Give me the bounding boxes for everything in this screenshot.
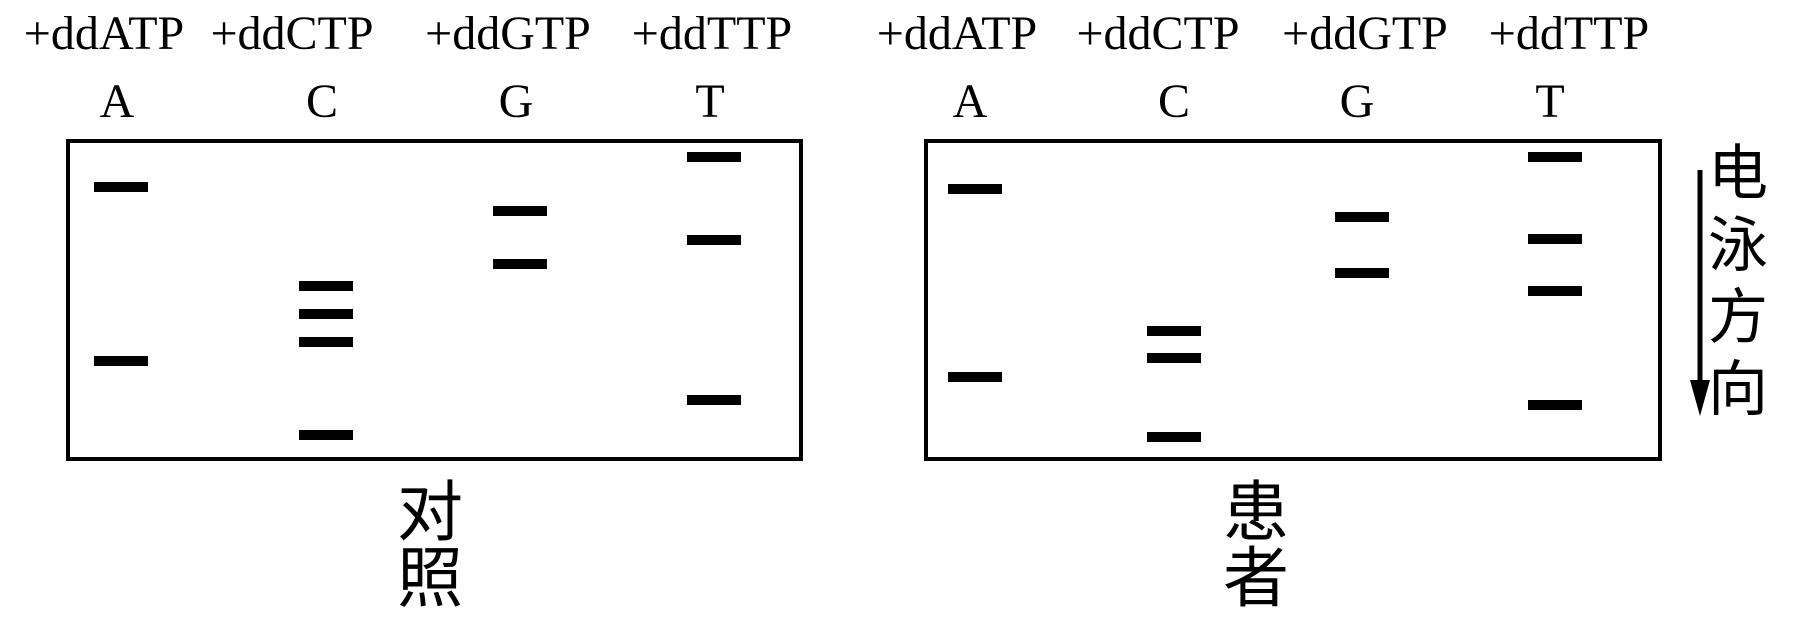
lane-label-g: G bbox=[498, 75, 534, 128]
band-t-4 bbox=[1528, 400, 1582, 411]
lane-label-a: A bbox=[952, 75, 988, 128]
band-t-1 bbox=[687, 152, 741, 163]
lane-label-c: C bbox=[1157, 75, 1191, 128]
reagent-label-c: +ddCTP bbox=[1076, 7, 1240, 60]
lane-label-t: T bbox=[695, 75, 725, 128]
control-gel bbox=[66, 139, 803, 461]
lane-label-a: A bbox=[99, 75, 135, 128]
band-c-1 bbox=[299, 280, 353, 291]
lane-label-c: C bbox=[305, 75, 339, 128]
band-c-2 bbox=[299, 309, 353, 320]
lane-label-g: G bbox=[1339, 75, 1375, 128]
control-caption: 对照 bbox=[397, 474, 467, 617]
band-t-3 bbox=[687, 395, 741, 406]
band-a-2 bbox=[948, 371, 1002, 382]
band-g-2 bbox=[1335, 268, 1389, 279]
band-g-2 bbox=[493, 258, 547, 269]
electrophoresis-direction-arrow bbox=[1690, 170, 1710, 416]
band-c-1 bbox=[1147, 326, 1201, 337]
lane-label-t: T bbox=[1535, 75, 1565, 128]
reagent-label-t: +ddTTP bbox=[631, 7, 793, 60]
reagent-label-t: +ddTTP bbox=[1488, 7, 1650, 60]
band-t-1 bbox=[1528, 152, 1582, 163]
band-a-2 bbox=[94, 356, 148, 367]
band-g-1 bbox=[1335, 211, 1389, 222]
band-c-2 bbox=[1147, 353, 1201, 364]
direction-label: 电泳方向 bbox=[1708, 139, 1768, 425]
band-a-1 bbox=[94, 181, 148, 192]
reagent-label-g: +ddGTP bbox=[1282, 7, 1448, 60]
patient-gel bbox=[924, 139, 1662, 461]
band-c-4 bbox=[299, 430, 353, 441]
band-c-3 bbox=[299, 337, 353, 348]
reagent-label-a: +ddATP bbox=[23, 7, 185, 60]
reagent-label-a: +ddATP bbox=[876, 7, 1038, 60]
band-a-1 bbox=[948, 183, 1002, 194]
band-t-2 bbox=[1528, 233, 1582, 244]
band-g-1 bbox=[493, 205, 547, 216]
band-t-3 bbox=[1528, 285, 1582, 296]
patient-caption: 患者 bbox=[1223, 474, 1293, 617]
arrow-head bbox=[1690, 380, 1710, 416]
reagent-label-g: +ddGTP bbox=[425, 7, 591, 60]
band-t-2 bbox=[687, 235, 741, 246]
band-c-3 bbox=[1147, 431, 1201, 442]
reagent-label-c: +ddCTP bbox=[210, 7, 374, 60]
